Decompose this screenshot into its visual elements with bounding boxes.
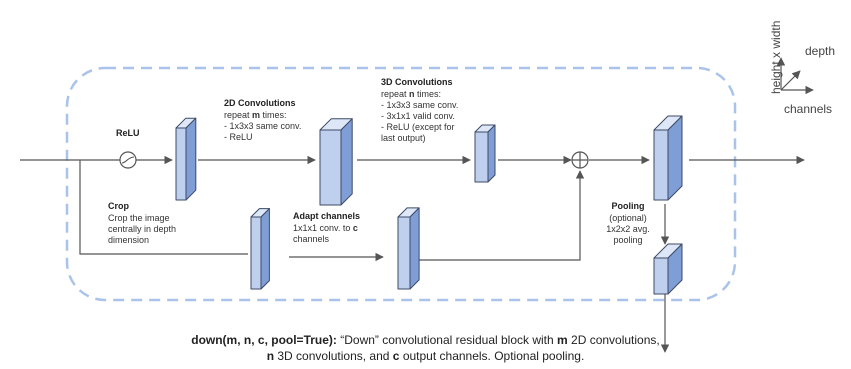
relu-label: ReLU (116, 128, 140, 138)
sum-output-block (653, 115, 683, 201)
pooling-line: (optional) (609, 213, 647, 223)
conv2d-repeat: repeat m times: (224, 110, 287, 120)
crop-title: Crop (108, 201, 129, 211)
conv2d-output-block (319, 118, 353, 206)
adapt-to-sum-arrow (414, 170, 585, 261)
caption-line-1: down(m, n, c, pool=True): “Down” convolu… (191, 333, 660, 347)
conv3d-repeat: repeat n times: (381, 89, 442, 99)
conv3d-item: - 3x1x1 valid conv. (381, 111, 455, 121)
crop-line: dimension (108, 235, 150, 245)
adapt-title: Adapt channels (293, 211, 361, 221)
crop-line: Crop the image (108, 213, 170, 223)
adapt-line: channels (293, 234, 330, 244)
adapt-line: 1x1x1 conv. to c (293, 223, 358, 233)
dashed-module-border (65, 66, 737, 302)
adapt-output-block (397, 207, 420, 290)
skip-path-line (79, 160, 248, 255)
connection-arrows (20, 155, 805, 353)
conv3d-item: - ReLU (except for (381, 122, 455, 132)
crop-line: centrally in depth (108, 224, 177, 234)
conv2d-item: - ReLU (224, 132, 253, 142)
pooling-line: 1x2x2 avg. (606, 224, 650, 234)
sum-node-icon (571, 151, 589, 169)
axes-icon (776, 57, 814, 95)
relu-output-block (175, 117, 197, 201)
axis-label-depth: depth (805, 44, 836, 58)
crop-output-block (250, 208, 270, 290)
axis-label-height-width: height x width (769, 20, 783, 94)
conv2d-title: 2D Convolutions (224, 98, 296, 108)
axis-label-channels: channels (784, 102, 833, 116)
conv3d-item: last output) (381, 133, 426, 143)
pooled-output-block (653, 243, 683, 295)
conv3d-title: 3D Convolutions (381, 77, 453, 87)
pooling-line: pooling (613, 235, 643, 245)
relu-symbol-icon (119, 151, 137, 169)
caption-line-2: n 3D convolutions, and c output channels… (266, 349, 585, 363)
tensor-blocks (175, 115, 683, 295)
conv3d-item: - 1x3x3 same conv. (381, 100, 459, 110)
conv2d-item: - 1x3x3 same conv. (224, 121, 302, 131)
conv3d-output-block (474, 124, 496, 183)
pooling-title: Pooling (611, 201, 645, 211)
